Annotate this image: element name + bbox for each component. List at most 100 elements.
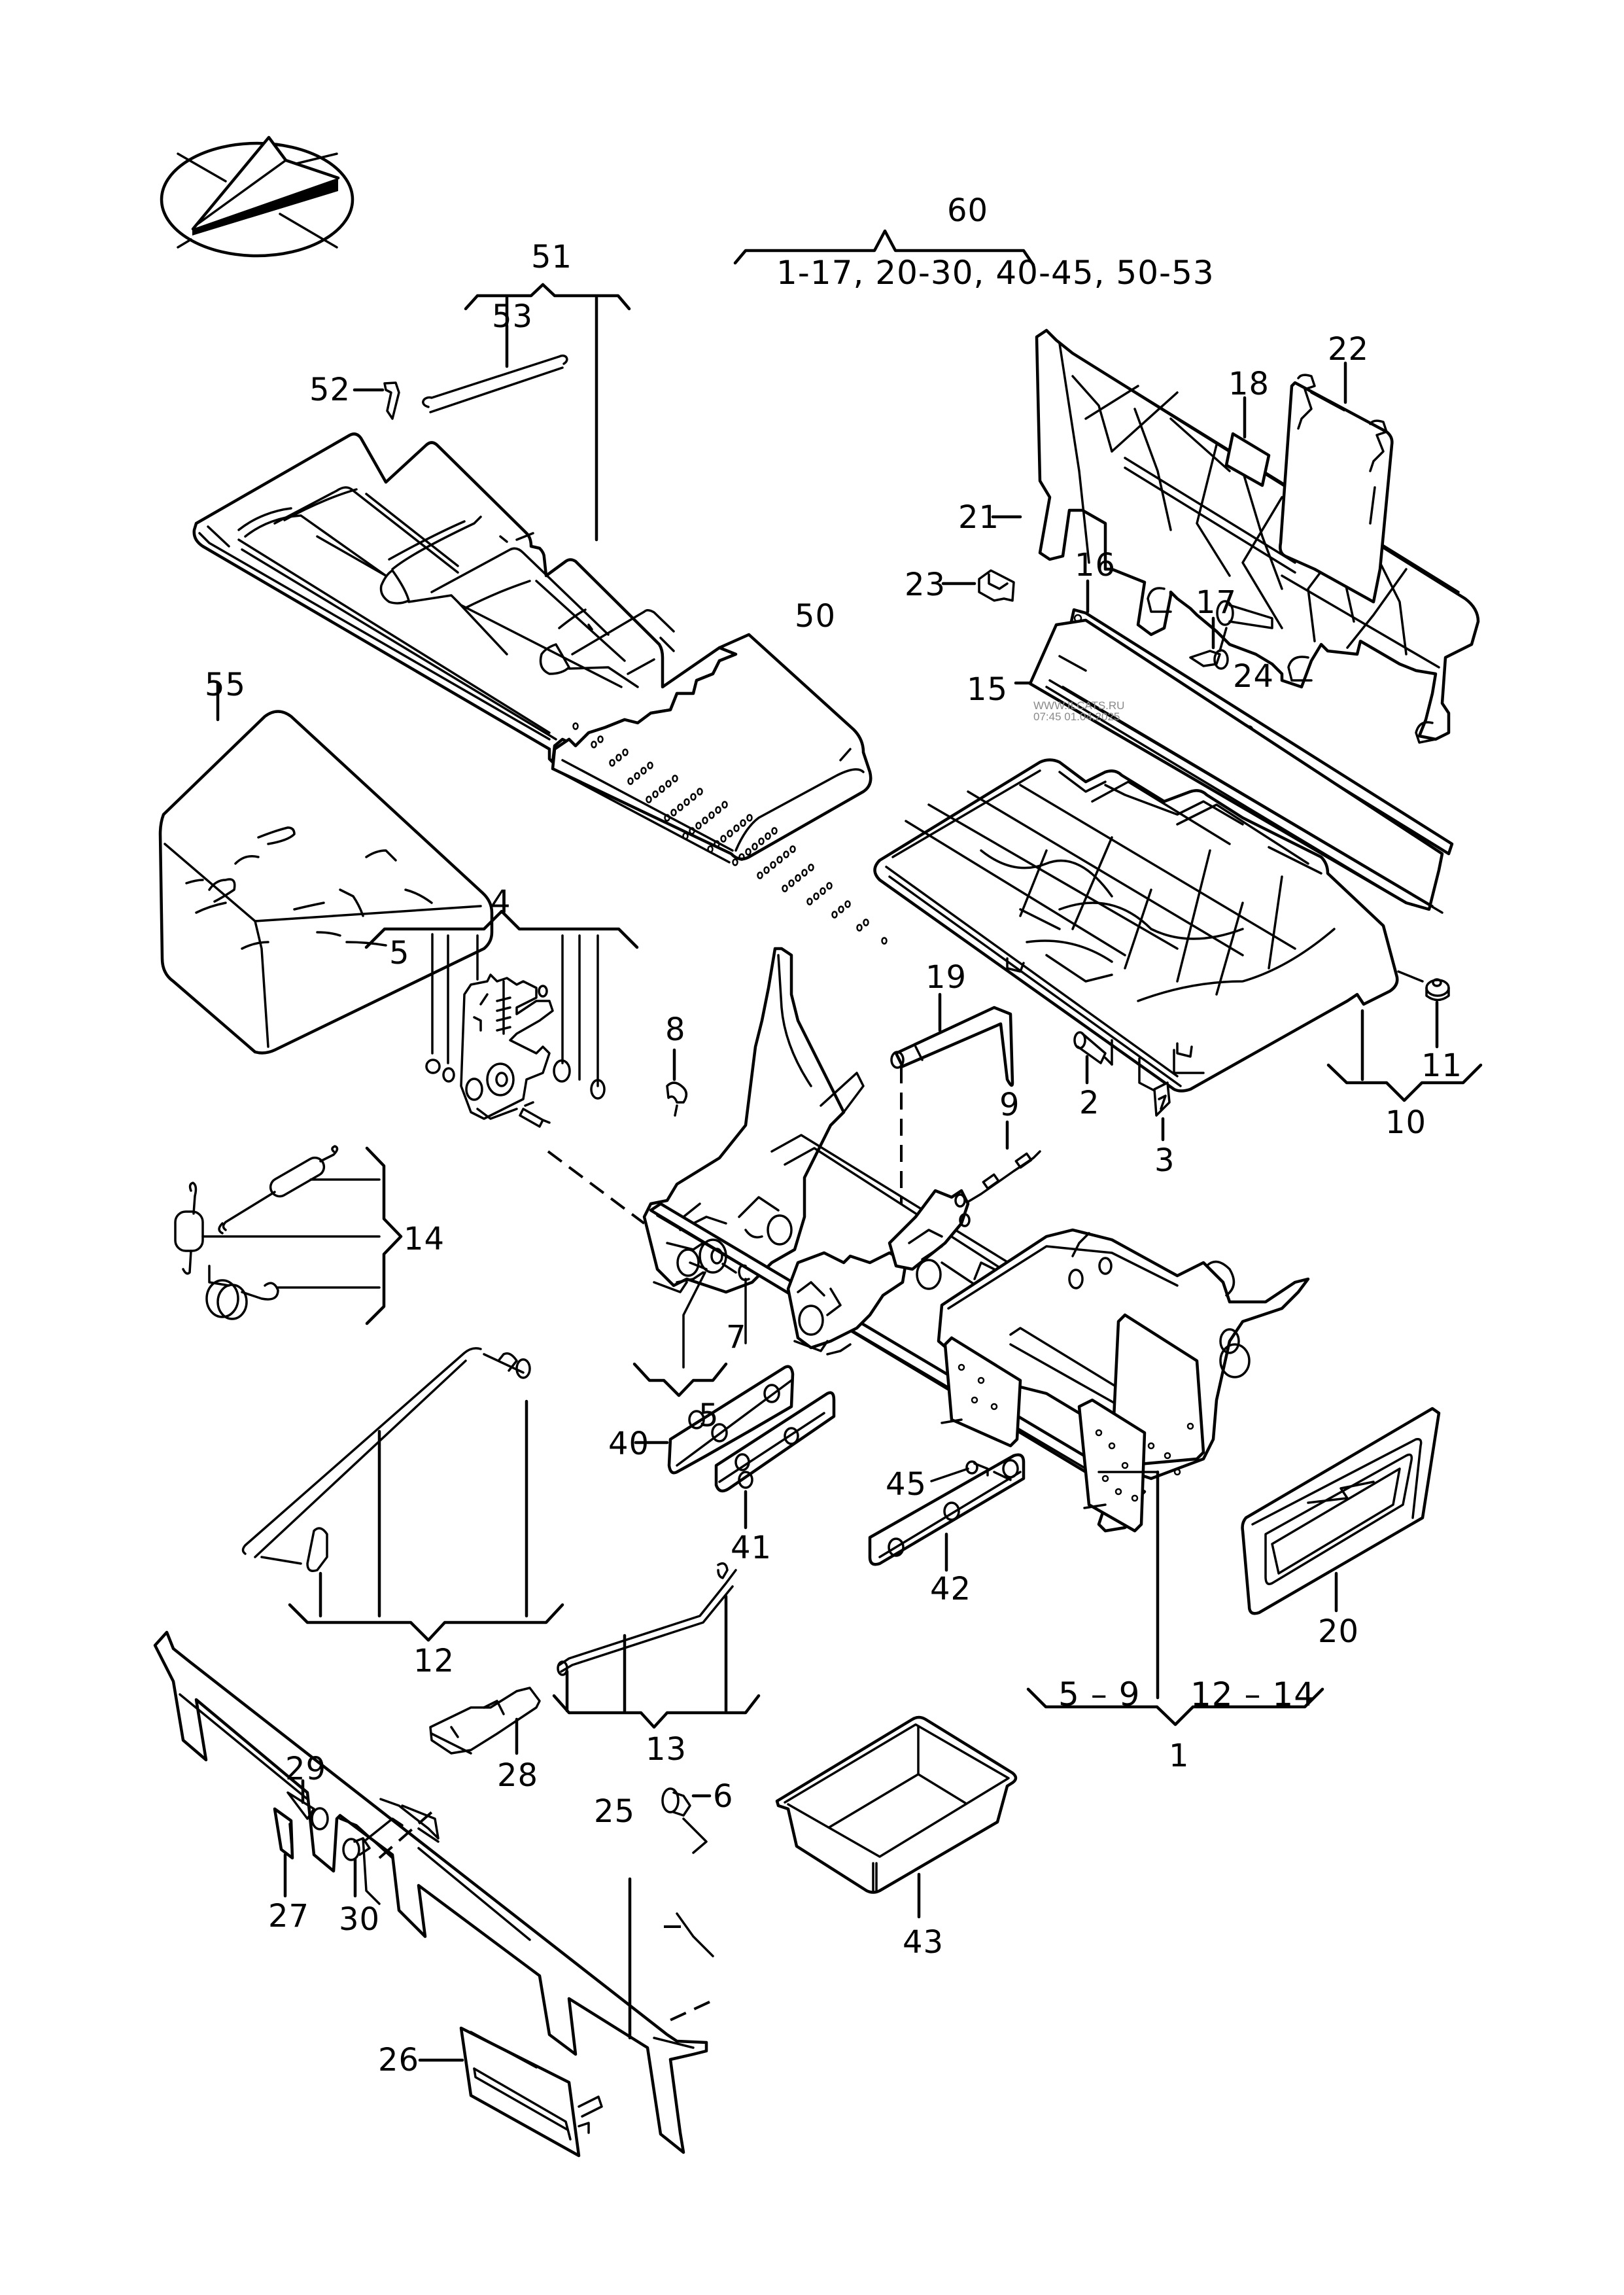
part-43-tray bbox=[775, 1715, 1018, 1919]
callout-11[interactable]: 11 bbox=[1421, 1047, 1463, 1084]
callout-20[interactable]: 20 bbox=[1318, 1613, 1360, 1650]
watermark-timestamp: 07:45 01.04.2025 bbox=[1033, 710, 1120, 723]
foam-dot bbox=[690, 793, 697, 801]
callout-18[interactable]: 18 bbox=[1228, 366, 1270, 402]
callout-28[interactable]: 28 bbox=[497, 1757, 539, 1794]
foam-dot bbox=[863, 919, 869, 926]
callout-24[interactable]: 24 bbox=[1233, 658, 1275, 695]
foam-dot bbox=[813, 892, 820, 900]
foam-dot bbox=[733, 824, 740, 832]
part-15-cover bbox=[1014, 618, 1444, 914]
part-14-springs bbox=[174, 1145, 403, 1325]
callout-14[interactable]: 14 bbox=[404, 1221, 445, 1257]
part-3-clip bbox=[1138, 1057, 1171, 1142]
callout-29[interactable]: 29 bbox=[285, 1751, 327, 1787]
callout-40[interactable]: 40 bbox=[608, 1426, 650, 1462]
part-20-trim bbox=[1241, 1407, 1441, 1615]
callout-8[interactable]: 8 bbox=[665, 1011, 686, 1048]
part-21-backrest-frame bbox=[1035, 328, 1480, 744]
foam-dot bbox=[683, 798, 690, 806]
group-bracket-4 bbox=[364, 909, 639, 1087]
part-19-bar bbox=[890, 992, 1014, 1204]
callout-22[interactable]: 22 bbox=[1328, 331, 1370, 368]
foam-dot bbox=[714, 840, 720, 848]
callout-5-bottom[interactable]: 5 bbox=[699, 1397, 719, 1434]
foam-dot bbox=[697, 788, 703, 796]
callout-27[interactable]: 27 bbox=[268, 1898, 310, 1935]
foam-dot bbox=[597, 735, 604, 743]
callout-41[interactable]: 41 bbox=[731, 1530, 772, 1566]
foam-dot bbox=[732, 858, 738, 866]
part-4-latch-mechanism bbox=[425, 973, 606, 1128]
foam-dot bbox=[682, 832, 689, 840]
group-bracket-60 bbox=[733, 229, 1035, 267]
callout-15[interactable]: 15 bbox=[967, 671, 1009, 708]
callout-4[interactable]: 4 bbox=[491, 884, 511, 920]
callout-17[interactable]: 17 bbox=[1196, 584, 1237, 621]
callout-13[interactable]: 13 bbox=[646, 1731, 687, 1768]
callout-2[interactable]: 2 bbox=[1079, 1085, 1100, 1121]
callout-42[interactable]: 42 bbox=[930, 1571, 972, 1607]
callout-3[interactable]: 3 bbox=[1154, 1142, 1175, 1179]
callout-25[interactable]: 25 bbox=[594, 1793, 636, 1830]
foam-dot bbox=[763, 866, 770, 874]
foam-dot bbox=[740, 819, 746, 827]
foam-dot bbox=[795, 874, 801, 882]
foam-perforation-dots bbox=[572, 722, 888, 945]
foam-dot bbox=[856, 924, 863, 932]
part-41-plate bbox=[714, 1391, 836, 1530]
foam-dot bbox=[721, 801, 728, 809]
part-24-screw bbox=[1216, 600, 1273, 652]
foam-dot bbox=[758, 837, 765, 845]
callout-9[interactable]: 9 bbox=[999, 1087, 1020, 1123]
callout-30[interactable]: 30 bbox=[339, 1901, 381, 1938]
callout-16[interactable]: 16 bbox=[1075, 547, 1116, 584]
callout-53[interactable]: 53 bbox=[492, 298, 534, 335]
foam-dot bbox=[665, 780, 672, 788]
foam-dot bbox=[752, 843, 758, 850]
callout-7[interactable]: 7 bbox=[726, 1319, 747, 1356]
callout-12[interactable]: 12 bbox=[413, 1643, 455, 1679]
callout-45[interactable]: 45 bbox=[886, 1466, 927, 1503]
part-13-rod bbox=[552, 1562, 761, 1729]
foam-dot bbox=[702, 816, 708, 824]
foam-dot bbox=[647, 762, 653, 769]
part-1-main-frame bbox=[547, 947, 1310, 1700]
callout-60[interactable]: 60 bbox=[947, 192, 989, 229]
part-6-nut bbox=[661, 1787, 712, 1854]
foam-dot bbox=[746, 814, 753, 822]
callout-55[interactable]: 55 bbox=[205, 667, 247, 703]
callout-26[interactable]: 26 bbox=[378, 2042, 420, 2078]
callout-51[interactable]: 51 bbox=[531, 239, 573, 275]
callout-21[interactable]: 21 bbox=[958, 499, 1000, 536]
part-18-label bbox=[1224, 396, 1271, 487]
callout-60-range: 1-17, 20-30, 40-45, 50-53 bbox=[776, 254, 1215, 292]
part-12-rod bbox=[241, 1347, 564, 1642]
foam-dot bbox=[808, 864, 814, 871]
callout-43[interactable]: 43 bbox=[903, 1924, 944, 1961]
part-53-rod bbox=[422, 324, 568, 413]
part-25-trim bbox=[153, 1630, 714, 2154]
foam-dot bbox=[715, 806, 721, 814]
callout-19[interactable]: 19 bbox=[925, 959, 967, 996]
callout-1[interactable]: 1 bbox=[1169, 1738, 1190, 1774]
foam-dot bbox=[659, 785, 665, 793]
callout-10[interactable]: 10 bbox=[1385, 1104, 1427, 1141]
group-bracket-1 bbox=[1026, 1687, 1324, 1726]
foam-dot bbox=[646, 796, 652, 803]
callout-6[interactable]: 6 bbox=[713, 1778, 734, 1815]
part-51-seat-cushion bbox=[192, 432, 872, 864]
callout-23[interactable]: 23 bbox=[905, 567, 946, 603]
orientation-compass-icon bbox=[160, 135, 354, 258]
callout-5-top[interactable]: 5 bbox=[389, 935, 410, 972]
foam-dot bbox=[591, 741, 597, 748]
part-9-cable bbox=[963, 1120, 1041, 1205]
callout-50[interactable]: 50 bbox=[795, 598, 837, 635]
part-30-bolt bbox=[342, 1817, 404, 1898]
part-40-plate bbox=[634, 1365, 795, 1475]
callout-52[interactable]: 52 bbox=[309, 372, 351, 408]
foam-dot bbox=[831, 911, 838, 919]
watermark-site: WWW.ILCATS.RU bbox=[1033, 699, 1125, 712]
foam-dot bbox=[782, 885, 788, 892]
foam-dot bbox=[820, 887, 826, 895]
